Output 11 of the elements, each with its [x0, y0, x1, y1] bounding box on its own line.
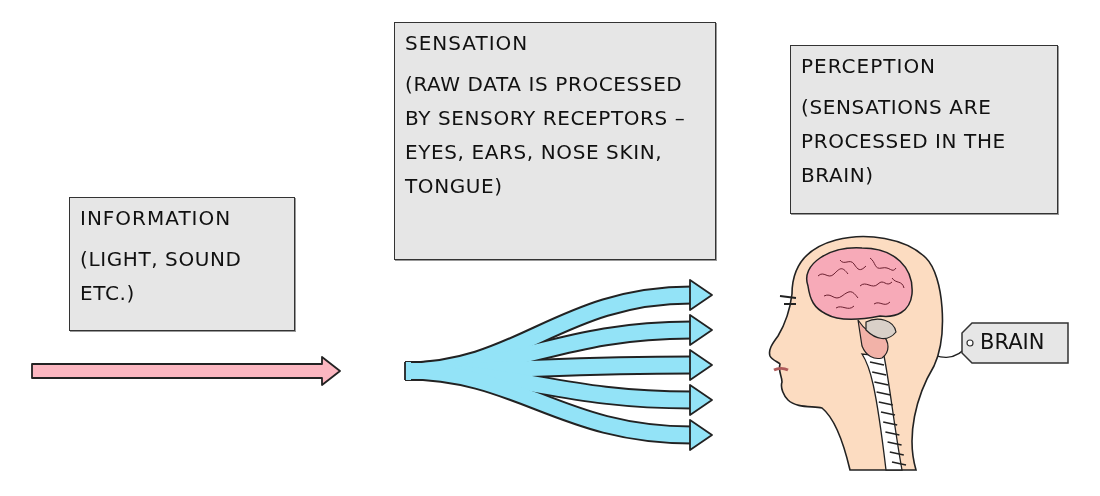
label-tag — [962, 323, 1068, 363]
card-heading: PERCEPTION — [801, 54, 938, 78]
tag-label: BRAIN — [980, 330, 1045, 354]
card-description: (RAW DATA IS PROCESSED BY SENSORY RECEPTORS – EYES, EARS, NOSE SKIN, TONGUE) — [405, 71, 687, 200]
card-heading: SENSATION — [405, 31, 530, 55]
text-card — [69, 197, 295, 331]
text-card — [790, 45, 1058, 214]
card-description: (LIGHT, SOUND ETC.) — [80, 246, 243, 307]
text-card — [394, 22, 716, 260]
card-heading: INFORMATION — [80, 206, 233, 230]
card-description: (SENSATIONS ARE PROCESSED IN THE BRAIN) — [801, 94, 1007, 189]
